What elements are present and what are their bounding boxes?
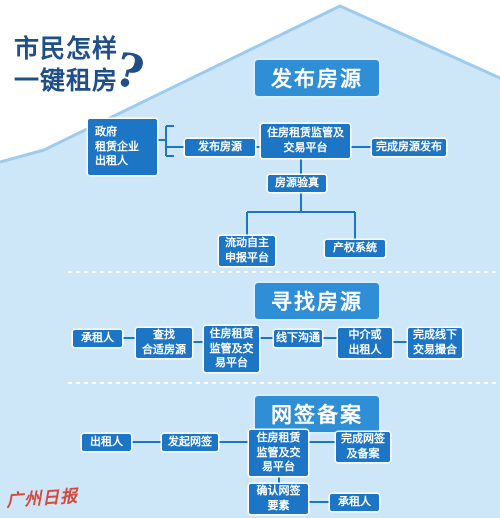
- confirm-label: 确认网签 要素: [256, 484, 301, 512]
- property-system-box: 产权系统: [325, 240, 385, 257]
- platform-box-sign: 住房租赁 监管及交 易平台: [249, 430, 308, 476]
- agent-box: 中介或 出租人: [338, 328, 392, 358]
- connectors-sign: [131, 441, 336, 503]
- mobile-platform-box: 流动自主 申报平台: [219, 236, 275, 266]
- tenant-label-sign: 承租人: [338, 495, 371, 509]
- lessors-box: 政府 租赁企业 出租人: [88, 119, 157, 175]
- tenant-label-find: 承租人: [81, 331, 114, 345]
- roof-edge: [0, 4, 500, 164]
- offline-box: 线下沟通: [274, 330, 322, 347]
- complete-publish-box: 完成房源发布: [372, 139, 446, 156]
- landlord-label: 出租人: [90, 435, 123, 449]
- mobile-platform-label: 流动自主 申报平台: [225, 236, 269, 264]
- section-heading-find: 寻找房源: [255, 283, 379, 319]
- confirm-box: 确认网签 要素: [249, 484, 308, 514]
- offline-label: 线下沟通: [276, 331, 320, 345]
- complete-sign-label: 完成网签 及备案: [341, 432, 385, 460]
- platform-label-sign: 住房租赁 监管及交 易平台: [256, 430, 301, 474]
- platform-label-publish: 住房租赁监管及 交易平台: [267, 126, 344, 154]
- platform-box-publish: 住房租赁监管及 交易平台: [261, 124, 350, 158]
- complete-publish-label: 完成房源发布: [376, 140, 442, 154]
- initiate-label: 发起网签: [168, 435, 212, 449]
- connectors-publish: [157, 125, 372, 240]
- landlord-box: 出租人: [82, 434, 131, 451]
- property-system-label: 产权系统: [333, 241, 377, 255]
- section-heading-publish: 发布房源: [255, 60, 379, 96]
- section-heading-sign: 网签备案: [255, 396, 379, 432]
- newspaper-logo: 广州日报: [5, 486, 79, 512]
- tenant-box-sign: 承租人: [330, 494, 379, 511]
- complete-offline-label: 完成线下 交易撮合: [413, 328, 457, 356]
- title-line-1: 市民怎样: [14, 34, 119, 63]
- search-label: 查找 合适房源: [142, 328, 186, 356]
- connectors-find: [122, 337, 408, 343]
- agent-label: 中介或 出租人: [348, 328, 382, 356]
- complete-sign-box: 完成网签 及备案: [336, 432, 390, 462]
- tenant-box-find: 承租人: [73, 330, 122, 347]
- lessors-label: 政府 租赁企业 出租人: [95, 124, 139, 168]
- publish-listing-label: 发布房源: [198, 140, 242, 154]
- complete-offline-box: 完成线下 交易撮合: [408, 328, 462, 358]
- search-box: 查找 合适房源: [136, 328, 192, 358]
- verify-label: 房源验真: [275, 176, 319, 190]
- platform-box-find: 住房租赁 监管及交 易平台: [204, 326, 259, 372]
- title-line-2: 一键租房: [14, 66, 119, 95]
- initiate-box: 发起网签: [162, 434, 218, 451]
- verify-box: 房源验真: [268, 175, 326, 192]
- publish-listing-box: 发布房源: [185, 139, 255, 156]
- platform-label-find: 住房租赁 监管及交 易平台: [209, 326, 254, 370]
